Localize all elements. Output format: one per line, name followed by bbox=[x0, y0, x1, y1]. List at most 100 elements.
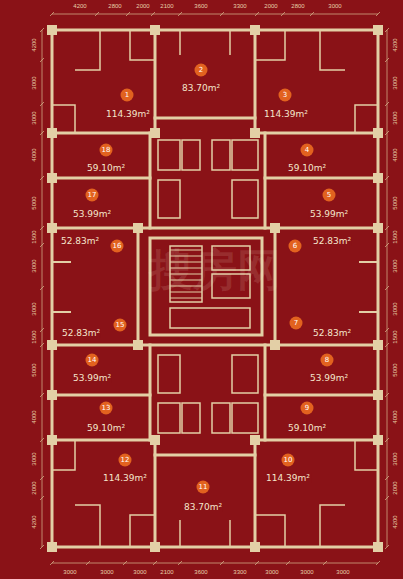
dimension-label: 4000 bbox=[392, 410, 399, 423]
dimension-label: 2000 bbox=[392, 481, 399, 494]
dimension-label: 2100 bbox=[160, 3, 173, 10]
dimension-label: 5000 bbox=[31, 363, 38, 376]
pillar bbox=[373, 390, 383, 400]
dimension-tick bbox=[40, 226, 44, 230]
dimension-label: 3300 bbox=[233, 3, 246, 10]
dimension-tick bbox=[40, 476, 44, 480]
dimension-tick bbox=[385, 226, 389, 230]
dimension-label: 3000 bbox=[265, 569, 278, 576]
apartment-unit: 459.10m² bbox=[265, 133, 378, 178]
dimension-label: 3000 bbox=[31, 259, 38, 272]
dimension-label: 4200 bbox=[392, 38, 399, 51]
dimension-tick bbox=[376, 561, 380, 565]
dimension-label: 4000 bbox=[31, 410, 38, 423]
dimension-tick bbox=[385, 58, 389, 62]
pillar bbox=[47, 223, 57, 233]
unit-number: 10 bbox=[282, 454, 295, 467]
dimension-tick bbox=[310, 12, 314, 16]
dimension-label: 3600 bbox=[194, 3, 207, 10]
watermark: 搜房网 bbox=[149, 241, 281, 300]
apartment-unit: 12 114.39m² bbox=[52, 440, 155, 547]
dimension-label: 2000 bbox=[136, 3, 149, 10]
apartment-unit: 752.83m² bbox=[275, 288, 378, 345]
dimension-label: 4000 bbox=[31, 148, 38, 161]
dimension-label: 5000 bbox=[31, 196, 38, 209]
apartment-unit: 1453.99m² bbox=[52, 345, 150, 395]
dimension-tick bbox=[255, 12, 259, 16]
unit-area: 53.99m² bbox=[72, 373, 112, 383]
unit-area: 53.99m² bbox=[72, 209, 112, 219]
dimension-label: 1500 bbox=[31, 230, 38, 243]
dimension-tick bbox=[385, 243, 389, 247]
unit-area: 59.10m² bbox=[86, 163, 126, 173]
unit-number: 1 bbox=[121, 89, 134, 102]
stair-tread bbox=[170, 298, 202, 299]
unit-area: 59.10m² bbox=[86, 423, 126, 433]
unit-area: 52.83m² bbox=[60, 236, 100, 246]
dimension-label: 3000 bbox=[31, 111, 38, 124]
dimension-tick bbox=[323, 561, 327, 565]
dimension-label: 1500 bbox=[392, 330, 399, 343]
dimension-label: 3000 bbox=[31, 452, 38, 465]
dimension-label: 2800 bbox=[108, 3, 121, 10]
dimension-tick bbox=[153, 561, 157, 565]
dimension-tick bbox=[40, 131, 44, 135]
unit-area: 83.70m² bbox=[183, 502, 223, 512]
dimension-tick bbox=[385, 131, 389, 135]
dimension-label: 4200 bbox=[392, 515, 399, 528]
pillar bbox=[150, 542, 160, 552]
unit-number: 4 bbox=[301, 144, 314, 157]
dimension-label: 2800 bbox=[291, 3, 304, 10]
dimension-label: 3000 bbox=[31, 302, 38, 315]
unit-number: 16 bbox=[111, 240, 124, 253]
dimension-tick bbox=[376, 12, 380, 16]
pillar bbox=[133, 223, 143, 233]
dimension-label: 2000 bbox=[264, 3, 277, 10]
apartment-unit: 10114.39m² bbox=[255, 440, 378, 547]
pillar bbox=[133, 340, 143, 350]
dimension-label: 3000 bbox=[328, 3, 341, 10]
apartment-unit: 1359.10m² bbox=[52, 395, 150, 440]
dimension-label: 1500 bbox=[392, 230, 399, 243]
pillar bbox=[250, 435, 260, 445]
apartment-unit: 652.83m² bbox=[275, 228, 378, 288]
dimension-tick bbox=[40, 496, 44, 500]
pillar bbox=[373, 173, 383, 183]
dimension-label: 3000 bbox=[392, 452, 399, 465]
pillar bbox=[47, 25, 57, 35]
dimension-label: 4200 bbox=[73, 3, 86, 10]
dimension-tick bbox=[126, 12, 130, 16]
dimension-tick bbox=[40, 28, 44, 32]
dimension-tick bbox=[385, 286, 389, 290]
dimension-tick bbox=[95, 12, 99, 16]
dimension-label: 2000 bbox=[31, 481, 38, 494]
pillar bbox=[47, 390, 57, 400]
pillar bbox=[47, 542, 57, 552]
dimension-label: 1500 bbox=[31, 330, 38, 343]
dimension-tick bbox=[286, 561, 290, 565]
dimension-tick bbox=[220, 561, 224, 565]
pillar bbox=[150, 25, 160, 35]
pillar bbox=[373, 340, 383, 350]
dimension-tick bbox=[385, 496, 389, 500]
pillar bbox=[47, 128, 57, 138]
dimension-tick bbox=[255, 561, 259, 565]
pillar bbox=[250, 25, 260, 35]
pillar bbox=[47, 435, 57, 445]
unit-area: 53.99m² bbox=[309, 209, 349, 219]
dimension-tick bbox=[40, 176, 44, 180]
unit-number: 12 bbox=[119, 454, 132, 467]
dimension-tick bbox=[40, 545, 44, 549]
dimension-tick bbox=[220, 12, 224, 16]
dimension-label: 3000 bbox=[392, 259, 399, 272]
unit-number: 3 bbox=[279, 89, 292, 102]
apartment-unit: 1114.39m² bbox=[52, 30, 155, 133]
unit-area: 114.39m² bbox=[102, 473, 148, 483]
unit-number: 11 bbox=[197, 481, 210, 494]
dimension-tick bbox=[50, 561, 54, 565]
dimension-label: 2100 bbox=[160, 569, 173, 576]
pillar bbox=[373, 25, 383, 35]
dimension-label: 3000 bbox=[31, 76, 38, 89]
dimension-label: 3000 bbox=[336, 569, 349, 576]
pillar bbox=[47, 340, 57, 350]
